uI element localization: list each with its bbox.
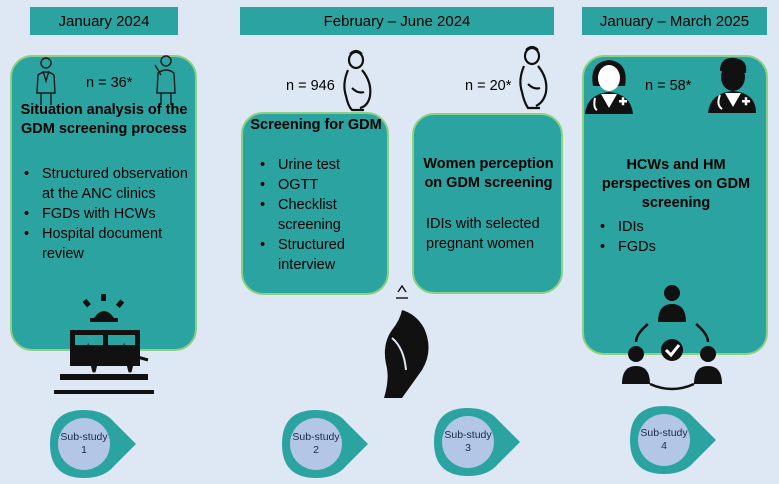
list-item: Structured observation at the ANC clinic… <box>18 164 188 204</box>
substudy-3-title: Women perception on GDM screening <box>423 156 554 191</box>
list-item: IDIs <box>594 217 744 237</box>
badge-label: Sub-study 4 <box>640 427 688 452</box>
period-label: January – March 2025 <box>599 12 750 30</box>
list-item: FGDs with HCWs <box>18 204 188 224</box>
badge-shape <box>50 410 136 478</box>
list-item: OGTT <box>254 175 386 195</box>
substudy-4-title: HCWs and HM perspectives on GDM screenin… <box>601 157 751 211</box>
list-item: Structured interview <box>254 235 386 275</box>
substudy-3-count: n = 20* <box>465 78 512 94</box>
substudy-1-title: Situation analysis of the GDM screening … <box>20 102 188 137</box>
badge-label: Sub-study 1 <box>60 431 108 456</box>
substudy-4-badge: Sub-study 4 <box>628 404 720 476</box>
substudy-2-badge: Sub-study 2 <box>280 408 372 480</box>
alarm-monitor-icon <box>54 294 154 394</box>
substudy-1-list: Structured observation at the ANC clinic… <box>18 164 188 264</box>
substudy-2-list: Urine test OGTT Checklist screening Stru… <box>254 155 386 275</box>
female-doctor-icon <box>585 60 633 114</box>
period-header-1: January 2024 <box>30 7 178 35</box>
period-label: February – June 2024 <box>323 12 471 30</box>
period-label: January 2024 <box>58 12 150 30</box>
pregnant-belly-icon <box>384 284 429 398</box>
team-consensus-icon <box>622 285 722 391</box>
substudy-3-description: IDIs with selected pregnant women <box>426 216 540 252</box>
badge-label: Sub-study 2 <box>292 431 340 456</box>
badge-label: Sub-study 3 <box>444 429 492 454</box>
period-header-3: January – March 2025 <box>582 7 767 35</box>
substudy-1-badge: Sub-study 1 <box>48 408 140 480</box>
list-item: Checklist screening <box>254 195 386 235</box>
substudy-4-list: IDIs FGDs <box>594 217 744 257</box>
substudy-3-badge: Sub-study 3 <box>432 406 524 478</box>
pregnant-woman-icon <box>343 49 372 112</box>
substudy-4-count: n = 58* <box>645 78 692 94</box>
badge-shape <box>630 406 716 474</box>
list-item: FGDs <box>594 237 744 257</box>
male-doctor-icon <box>708 57 756 113</box>
list-item: Urine test <box>254 155 386 175</box>
substudy-2-title: Screening for GDM <box>250 117 382 133</box>
list-item: Hospital document review <box>18 224 188 264</box>
substudy-1-count: n = 36* <box>86 75 133 91</box>
pregnant-woman-icon <box>519 45 548 110</box>
doctor-icon <box>154 55 176 105</box>
badge-shape <box>282 410 368 478</box>
substudy-2-count: n = 946 <box>286 78 335 94</box>
period-header-2: February – June 2024 <box>240 7 554 35</box>
substudy-3-panel <box>412 113 563 294</box>
health-worker-icon <box>36 57 56 105</box>
badge-shape <box>434 408 520 476</box>
